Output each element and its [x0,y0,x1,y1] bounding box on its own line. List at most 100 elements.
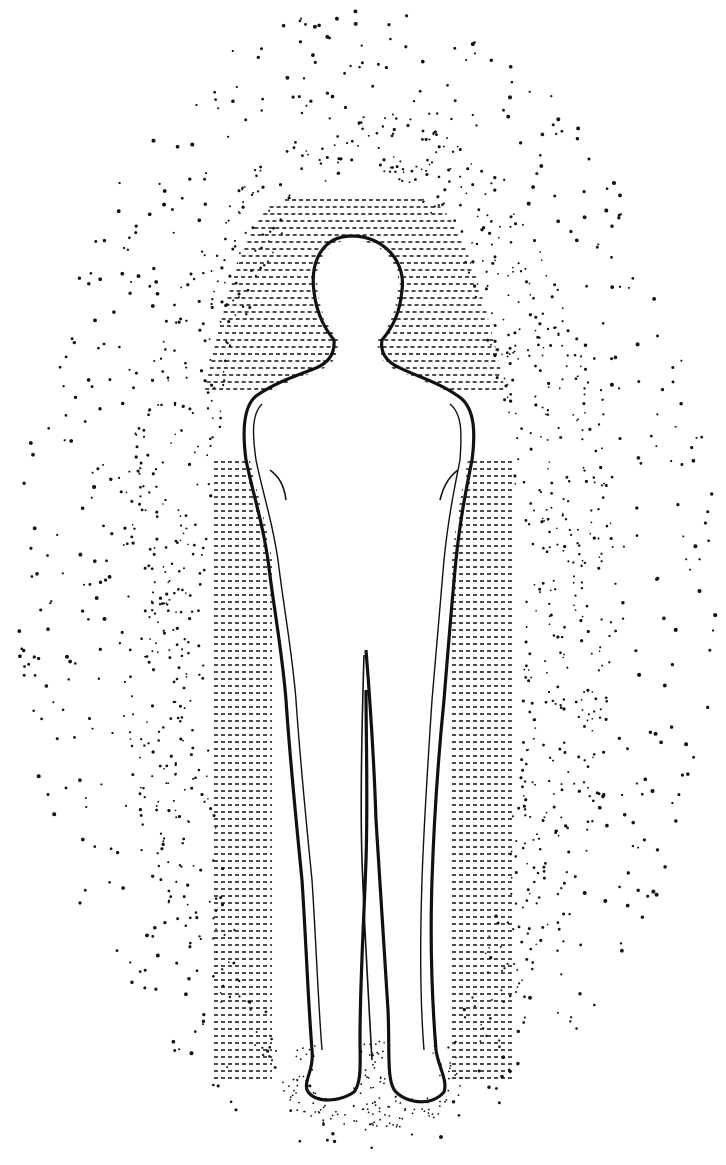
feet-aura-dot [379,1111,381,1113]
outer-aura-dot [675,426,677,428]
outer-aura-dot [626,904,630,908]
feet-aura-dot [428,1109,430,1111]
middle-aura-dot [518,982,520,984]
middle-aura-dot [479,1040,481,1042]
middle-aura-dot [165,782,167,784]
middle-aura-dot [541,926,544,929]
outer-aura-dot [326,92,329,95]
middle-aura-dot [587,630,590,633]
middle-aura-dot [513,331,516,334]
outer-aura-dot [78,277,81,280]
outer-aura-dot [623,546,625,548]
middle-aura-dot [540,491,542,493]
middle-aura-dot [185,592,187,594]
feet-aura-dot [456,1073,458,1075]
middle-aura-dot [535,330,537,332]
middle-aura-dot [151,650,153,652]
outer-aura-dot [661,388,664,391]
feet-aura-dot [288,1085,290,1087]
middle-aura-dot [587,381,589,383]
middle-aura-dot [460,186,462,188]
middle-aura-dot [300,167,303,170]
middle-aura-dot [536,833,538,835]
middle-aura-dot [308,1084,311,1087]
middle-aura-dot [429,164,431,166]
middle-aura-dot [211,306,214,309]
middle-aura-dot [485,287,488,290]
outer-aura-dot [693,544,697,548]
outer-aura-dot [649,731,652,734]
middle-aura-dot [177,717,180,720]
middle-aura-dot [157,852,159,854]
middle-aura-dot [562,657,564,659]
middle-aura-dot [559,387,561,389]
middle-aura-dot [307,154,309,156]
middle-aura-dot [121,631,124,634]
middle-aura-dot [165,546,168,549]
outer-aura-dot [156,954,160,958]
middle-aura-dot [573,783,575,785]
middle-aura-dot [517,986,519,988]
outer-aura-dot [686,772,689,775]
middle-aura-dot [225,222,227,224]
outer-aura-dot [575,238,579,242]
middle-aura-dot [180,429,183,432]
middle-aura-dot [401,180,403,182]
middle-aura-dot [503,967,505,969]
outer-aura-dot [472,114,474,116]
outer-aura-dot [227,136,229,138]
feet-aura-dot [380,1076,382,1078]
outer-aura-dot [230,1101,233,1104]
middle-aura-dot [583,759,585,761]
middle-aura-dot [534,584,536,586]
outer-aura-dot [498,1101,501,1104]
middle-aura-dot [431,161,433,163]
feet-aura-dot [396,1124,398,1126]
middle-aura-dot [441,203,444,206]
middle-aura-dot [566,827,569,830]
middle-aura-dot [237,262,239,264]
middle-aura-dot [562,550,564,552]
middle-aura-dot [581,429,583,431]
outer-aura-dot [97,347,100,350]
middle-aura-dot [438,176,441,179]
middle-aura-dot [542,547,545,550]
middle-aura-dot [234,245,237,248]
middle-aura-dot [165,765,168,768]
outer-aura-dot [583,891,587,895]
outer-aura-dot [557,1012,559,1014]
middle-aura-dot [132,542,135,545]
middle-aura-dot [357,145,359,147]
middle-aura-dot [161,370,164,373]
feet-aura-dot [401,1118,403,1120]
middle-aura-dot [339,157,342,160]
middle-aura-dot [556,635,559,638]
middle-aura-dot [301,154,304,157]
outer-aura-dot [289,1109,292,1112]
outer-aura-dot [73,736,76,739]
middle-aura-dot [513,213,515,215]
outer-aura-dot [569,1020,571,1022]
middle-aura-dot [494,324,497,327]
middle-aura-dot [560,706,563,709]
middle-aura-dot [155,642,157,644]
middle-aura-dot [186,283,189,286]
middle-aura-dot [368,135,370,137]
outer-aura-dot [217,107,219,109]
outer-aura-dot [313,25,317,29]
outer-aura-dot [710,492,713,495]
outer-aura-dot [261,98,264,101]
middle-aura-dot [200,793,203,796]
middle-aura-dot [542,355,544,357]
middle-aura-dot [548,691,550,693]
middle-aura-dot [579,619,582,622]
outer-aura-dot [575,1027,578,1030]
middle-aura-dot [220,300,223,303]
middle-aura-dot [229,205,231,207]
outer-aura-dot [610,224,613,227]
outer-aura-dot [88,717,91,720]
middle-aura-dot [557,921,560,924]
middle-aura-dot [154,612,156,614]
middle-aura-dot [489,1017,492,1020]
middle-aura-dot [580,639,583,642]
